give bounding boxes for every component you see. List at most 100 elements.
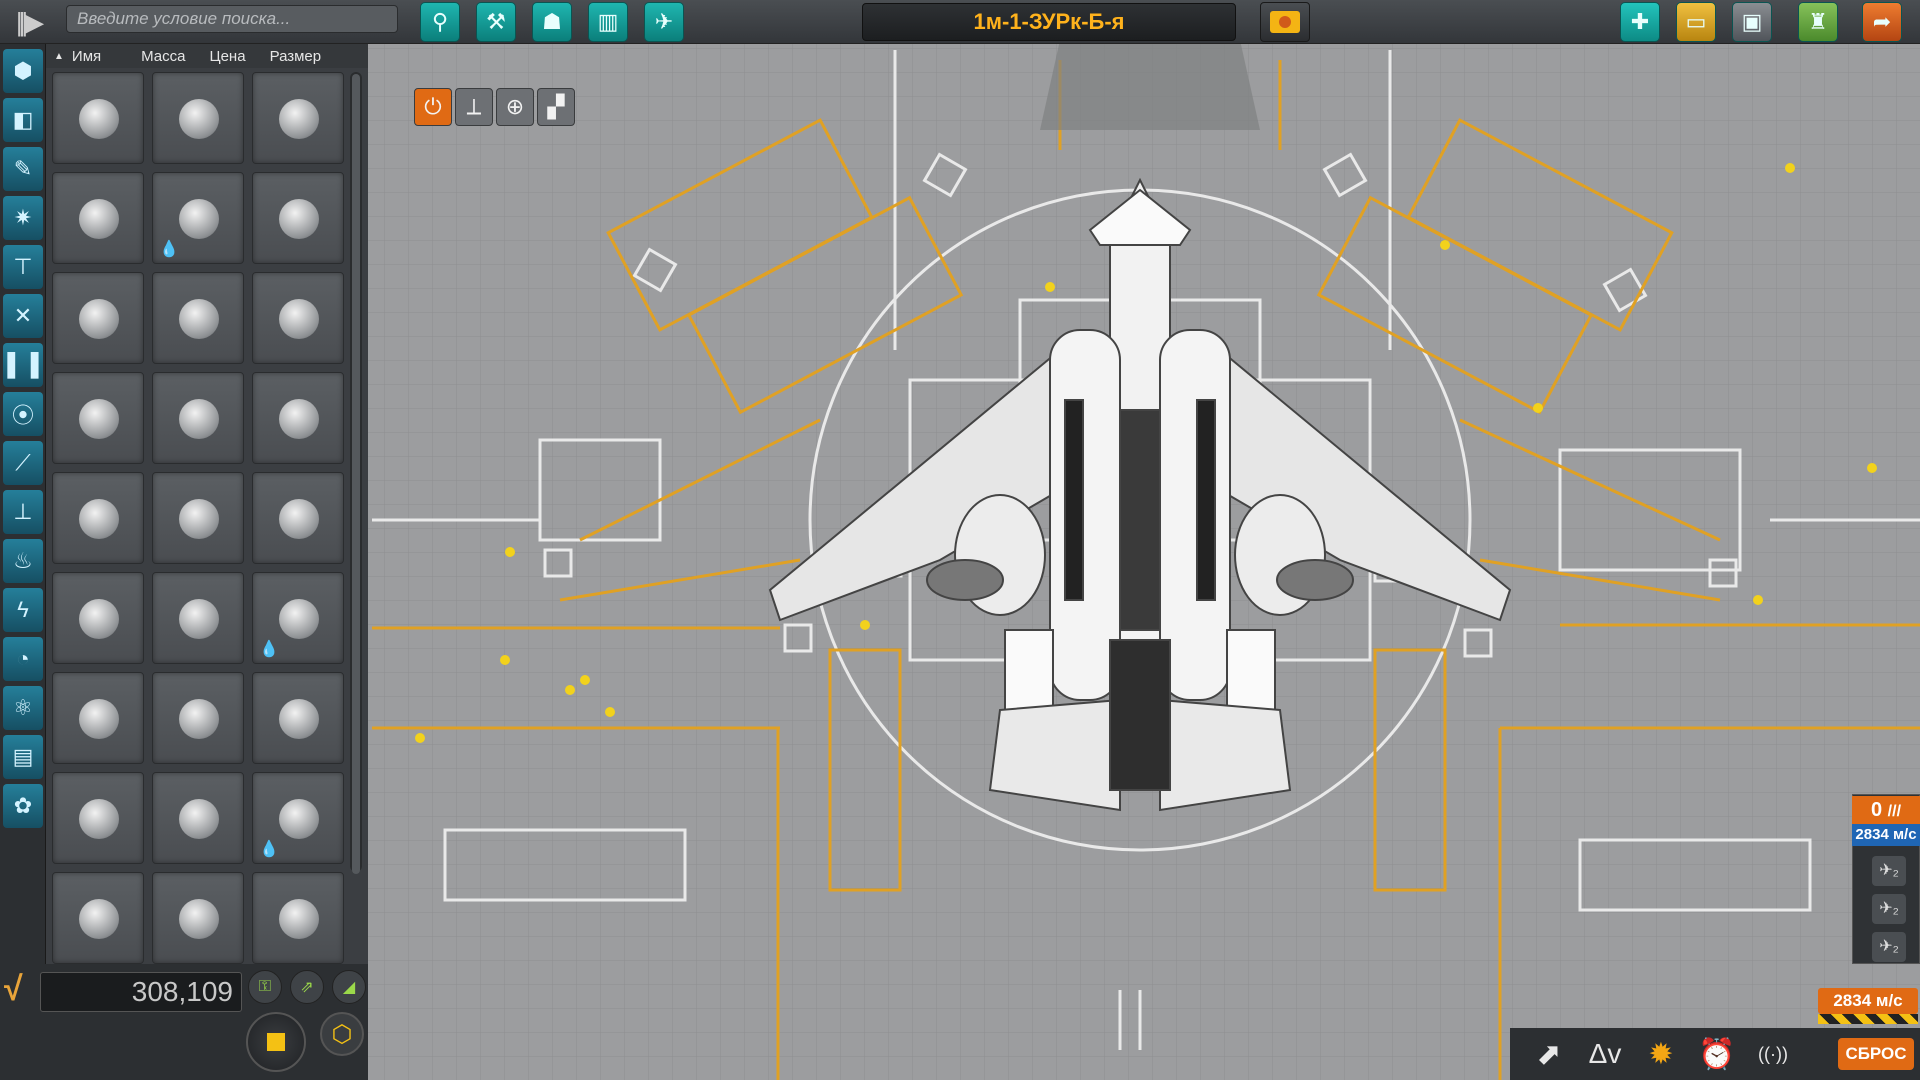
part-thumbnail	[179, 299, 219, 339]
engineer-report-icon[interactable]: ⬈	[1536, 1037, 1562, 1071]
rocket-up-icon[interactable]: ⚲	[420, 2, 460, 42]
coupling-icon[interactable]: ▌▐	[3, 343, 43, 387]
payload-icon[interactable]: ⦿	[3, 392, 43, 436]
science-icon[interactable]: ⚛	[3, 686, 43, 730]
stage-part-icon[interactable]: ✈₂	[1872, 932, 1906, 962]
pod-door-part[interactable]	[152, 472, 244, 564]
launch-button[interactable]	[246, 1012, 306, 1072]
fuel-icon[interactable]: ◧	[3, 98, 43, 142]
cargo-icon[interactable]: ▥	[588, 2, 628, 42]
thermal-icon[interactable]: ♨	[3, 539, 43, 583]
lab-module-part[interactable]	[252, 272, 344, 364]
new-craft-icon[interactable]: ✚	[1620, 2, 1660, 42]
cargo-cat-icon[interactable]: ▤	[3, 735, 43, 779]
app-menu-icon[interactable]: |||▶	[15, 6, 44, 37]
settings-hex-icon[interactable]: ⬡	[320, 1012, 364, 1056]
part-thumbnail	[79, 599, 119, 639]
reset-button[interactable]: СБРОС	[1838, 1038, 1914, 1070]
drop-icon: 💧	[259, 641, 279, 658]
tall-cone-part[interactable]: 💧	[252, 572, 344, 664]
pods-icon[interactable]: ⬢	[3, 49, 43, 93]
communication-icon[interactable]: ◔	[3, 637, 43, 681]
cupola-part[interactable]	[252, 672, 344, 764]
battery-box-part[interactable]: 💧	[152, 172, 244, 264]
structural-icon[interactable]: ⊤	[3, 245, 43, 289]
command-icon[interactable]: ✷	[3, 196, 43, 240]
exit-icon[interactable]: ➦	[1862, 2, 1902, 42]
sphere-core-c-part[interactable]	[252, 872, 344, 964]
stage-part-icon[interactable]: ✈₂	[1872, 894, 1906, 924]
sort-size-button[interactable]: Размер	[269, 47, 322, 65]
sphere-core-a-part[interactable]	[52, 872, 144, 964]
part-thumbnail	[79, 199, 119, 239]
part-thumbnail	[79, 899, 119, 939]
sort-mass-button[interactable]: Масса	[141, 47, 186, 65]
root-icon[interactable]: ▞	[537, 88, 575, 126]
part-thumbnail	[279, 399, 319, 439]
engines-icon[interactable]: ✎	[3, 147, 43, 191]
rotate-icon[interactable]: ⊕	[496, 88, 534, 126]
thin-plate-part[interactable]	[252, 72, 344, 164]
wrench-icon[interactable]: ⚒	[476, 2, 516, 42]
sun-icon[interactable]: ✹	[1648, 1037, 1674, 1071]
sort-name-button[interactable]: Имя	[71, 47, 102, 65]
short-core-part[interactable]: 💧	[252, 772, 344, 864]
flag-icon[interactable]	[1260, 2, 1310, 42]
lander-pod-part[interactable]	[52, 672, 144, 764]
docking-ring-part[interactable]	[52, 72, 144, 164]
antenna-part[interactable]	[52, 172, 144, 264]
parts-scrollbar-thumb[interactable]	[352, 74, 360, 874]
ore-tank-part[interactable]	[152, 272, 244, 364]
delta-v-icon[interactable]: Δv	[1588, 1038, 1622, 1069]
service-bay-part[interactable]	[52, 272, 144, 364]
sphere-pod-part[interactable]	[252, 172, 344, 264]
cone-pod-part[interactable]	[52, 572, 144, 664]
black-cone-part[interactable]	[152, 672, 244, 764]
sort-cost-button[interactable]: Цена	[209, 47, 246, 65]
hazard-stripe	[1818, 1014, 1918, 1024]
part-thumbnail	[179, 199, 219, 239]
aero-icon[interactable]: ⟋	[3, 441, 43, 485]
search-input[interactable]: Введите условие поиска...	[66, 5, 398, 33]
sphere-core-b-part[interactable]	[152, 872, 244, 964]
launch-site-icon[interactable]: ♜	[1798, 2, 1838, 42]
signal-icon[interactable]: ((·))	[1758, 1043, 1788, 1064]
alarm-clock-icon[interactable]: ⏰	[1698, 1037, 1736, 1071]
decoupler-ring-part[interactable]	[152, 72, 244, 164]
nose-cone-part[interactable]	[252, 472, 344, 564]
load-icon[interactable]: ▭	[1676, 2, 1716, 42]
plane-icon[interactable]: ✈	[644, 2, 684, 42]
part-thumbnail	[79, 499, 119, 539]
spacecraft[interactable]	[760, 170, 1520, 830]
sort-arrow-icon[interactable]: ▲	[54, 50, 64, 62]
crew-icon[interactable]: ☗	[532, 2, 572, 42]
ground-icon[interactable]: ⊥	[3, 490, 43, 534]
stop-square-icon	[267, 1033, 285, 1051]
parts-header: ▲ Имя Масса Цена Размер	[46, 44, 368, 68]
crew-pod-part[interactable]	[152, 572, 244, 664]
tank-cylinder-part[interactable]	[52, 372, 144, 464]
robotics-icon[interactable]: ✕	[3, 294, 43, 338]
funds-icon: √	[4, 970, 23, 1008]
angle-snap-icon[interactable]: ◢	[332, 970, 366, 1004]
save-icon[interactable]: ▣	[1732, 2, 1772, 42]
part-thumbnail	[179, 499, 219, 539]
offset-icon[interactable]: ⟂	[455, 88, 493, 126]
cylinder-core-part[interactable]	[152, 772, 244, 864]
stage-delta-v: 2834 м/с	[1852, 824, 1920, 846]
part-thumbnail	[79, 799, 119, 839]
symmetry-lock-icon[interactable]: ⚿	[248, 970, 282, 1004]
stage-part-icon[interactable]: ✈₂	[1872, 856, 1906, 886]
place-icon[interactable]: ⏻	[414, 88, 452, 126]
capsule-part[interactable]	[52, 472, 144, 564]
utility-icon[interactable]: ✿	[3, 784, 43, 828]
drone-core-part[interactable]	[52, 772, 144, 864]
part-thumbnail	[279, 99, 319, 139]
part-thumbnail	[179, 799, 219, 839]
flat-ring-part[interactable]	[152, 372, 244, 464]
snap-icon[interactable]: ⇗	[290, 970, 324, 1004]
small-module-part[interactable]	[252, 372, 344, 464]
electrical-icon[interactable]: ϟ	[3, 588, 43, 632]
category-sidebar: ⬢ ◧ ✎ ✷ ⊤ ✕ ▌▐ ⦿ ⟋ ⊥ ♨ ϟ ◔ ⚛ ▤ ✿	[0, 44, 46, 1080]
craft-name-field[interactable]: 1м-1-ЗУРк-Б-я	[862, 3, 1236, 41]
